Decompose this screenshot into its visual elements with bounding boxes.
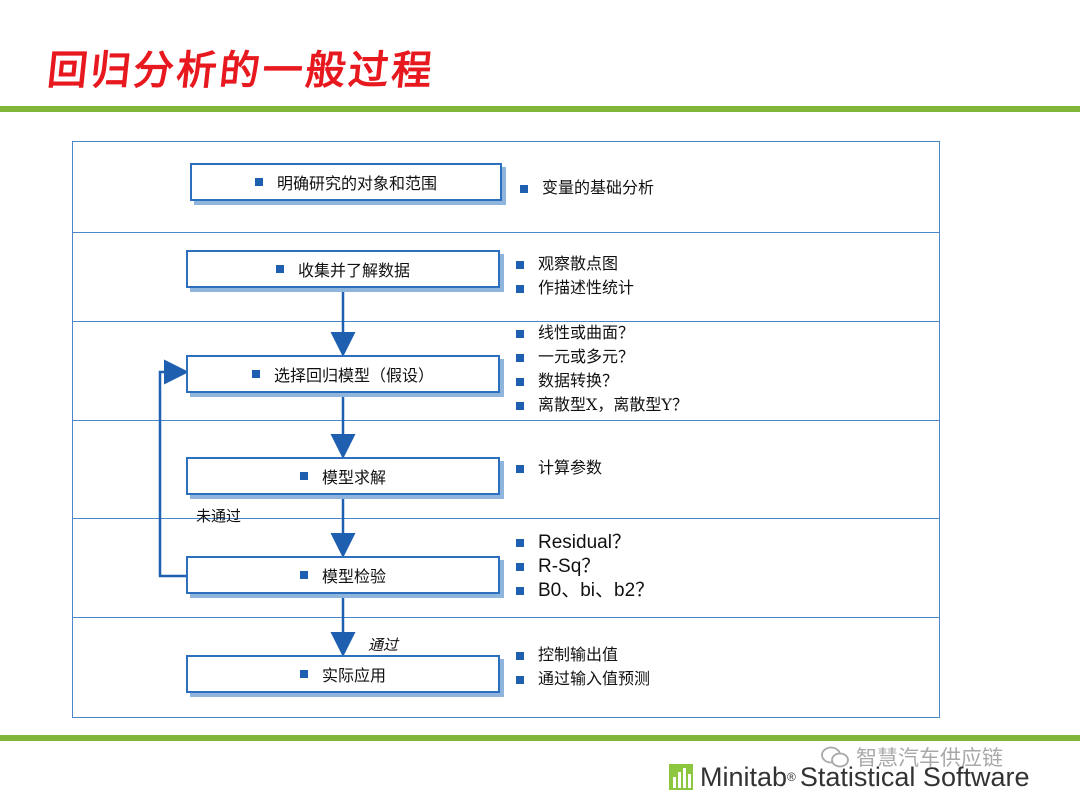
note-item: 线性或曲面？: [516, 321, 688, 345]
step-5-label: 模型检验: [321, 567, 386, 586]
bullet-icon: [516, 260, 524, 269]
registered-mark: ®: [787, 770, 796, 784]
note-item: Residual？: [516, 531, 654, 555]
feedback-arrow: [158, 359, 189, 578]
watermark: 智慧汽车供应链: [820, 742, 1003, 772]
bullet-icon: [516, 329, 524, 338]
bullet-icon: [299, 472, 308, 480]
bullet-icon: [516, 586, 524, 595]
step-2-label: 收集并了解数据: [297, 261, 410, 280]
note-item: 离散型X，离散型Y？: [516, 393, 688, 417]
step-4-label: 模型求解: [321, 468, 386, 487]
bullet-icon: [516, 377, 524, 386]
watermark-text: 智慧汽车供应链: [856, 746, 1003, 770]
step-3-label: 选择回归模型（假设）: [273, 366, 434, 385]
note-item: B0、bi、b2？: [516, 579, 654, 603]
note-item: 一元或多元？: [516, 345, 688, 369]
note-item: 控制输出值: [516, 643, 650, 667]
bullet-icon: [516, 538, 524, 547]
note-item: 观察散点图: [516, 252, 634, 276]
bullet-icon: [516, 675, 524, 684]
bullet-icon: [516, 284, 524, 293]
bottom-divider: [0, 735, 1080, 741]
step-4-notes: 计算参数: [516, 456, 602, 480]
bullet-icon: [516, 464, 524, 473]
step-2-notes: 观察散点图 作描述性统计: [516, 252, 634, 300]
step-5-notes: Residual？ R-Sq？ B0、bi、b2？: [516, 531, 654, 603]
brand-name: Minitab: [700, 761, 788, 792]
step-3-box: 选择回归模型（假设）: [186, 355, 500, 393]
bullet-icon: [299, 571, 308, 579]
bullet-icon: [254, 178, 263, 186]
note-item: 变量的基础分析: [520, 176, 654, 200]
footer-brand: Minitab® Statistical Software: [668, 760, 1029, 794]
bullet-icon: [299, 670, 308, 678]
pass-label: 通过: [368, 636, 399, 654]
note-item: R-Sq？: [516, 555, 654, 579]
bullet-icon: [251, 370, 260, 378]
step-1-label: 明确研究的对象和范围: [276, 174, 437, 193]
note-item: 数据转换？: [516, 369, 688, 393]
bullet-icon: [516, 353, 524, 362]
product-name: Statistical Software: [799, 761, 1030, 792]
step-6-notes: 控制输出值 通过输入值预测: [516, 643, 650, 691]
step-6-box: 实际应用: [186, 655, 500, 693]
step-3-notes: 线性或曲面？ 一元或多元？ 数据转换？ 离散型X，离散型Y？: [516, 321, 688, 417]
step-2-box: 收集并了解数据: [186, 250, 500, 288]
bullet-icon: [520, 184, 528, 193]
wechat-icon: [821, 746, 849, 768]
note-item: 计算参数: [516, 456, 602, 480]
note-item: 通过输入值预测: [516, 667, 650, 691]
note-item: 作描述性统计: [516, 276, 634, 300]
step-4-box: 模型求解: [186, 457, 500, 495]
bullet-icon: [516, 562, 524, 571]
top-divider: [0, 106, 1080, 112]
step-1-notes: 变量的基础分析: [520, 176, 654, 200]
step-5-box: 模型检验: [186, 556, 500, 594]
bullet-icon: [516, 401, 524, 410]
minitab-logo-icon: [669, 764, 693, 790]
step-6-label: 实际应用: [321, 666, 386, 685]
bullet-icon: [275, 265, 284, 273]
bullet-icon: [516, 651, 524, 660]
step-1-box: 明确研究的对象和范围: [190, 163, 502, 201]
fail-label: 未通过: [196, 507, 242, 525]
